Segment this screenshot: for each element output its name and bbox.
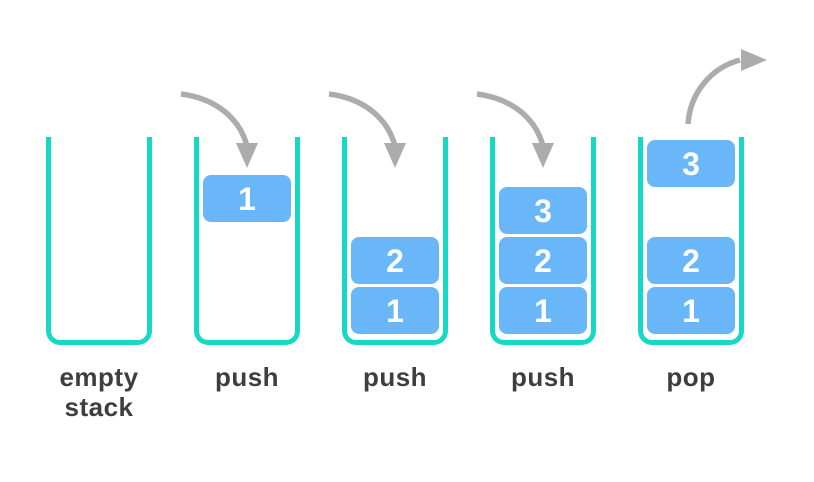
stack-label: empty stack bbox=[59, 362, 139, 422]
stack-label: push bbox=[362, 362, 428, 392]
stack-block: 1 bbox=[351, 287, 439, 334]
push-arrow-icon bbox=[476, 91, 554, 168]
stack-block: 1 bbox=[499, 287, 587, 334]
stack-container bbox=[342, 137, 448, 345]
stack-label: pop bbox=[666, 362, 716, 392]
stack-block: 1 bbox=[203, 175, 291, 222]
stack-container bbox=[194, 137, 300, 345]
stack-block: 3 bbox=[499, 187, 587, 234]
stack-label: push bbox=[214, 362, 280, 392]
push-arrow-icon bbox=[328, 91, 406, 168]
pop-arrow-icon bbox=[685, 49, 767, 125]
stack-block: 1 bbox=[647, 287, 735, 334]
stack-block: 3 bbox=[647, 140, 735, 187]
stack-block: 2 bbox=[499, 237, 587, 284]
stack-block: 2 bbox=[647, 237, 735, 284]
stack-container bbox=[638, 137, 744, 345]
stack-container bbox=[490, 137, 596, 345]
push-arrow-icon bbox=[180, 91, 258, 168]
stack-block: 2 bbox=[351, 237, 439, 284]
stack-label: push bbox=[510, 362, 576, 392]
stack-container bbox=[46, 137, 152, 345]
